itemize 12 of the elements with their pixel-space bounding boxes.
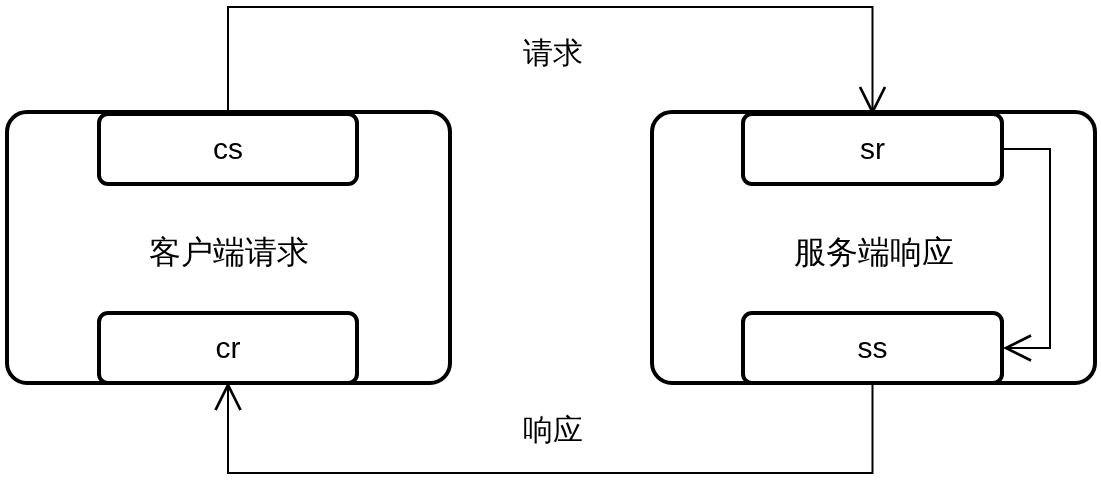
arrow [1003,148,1051,362]
node-label: ss [857,331,888,365]
node-label: 客户端请求 [148,232,309,272]
container-box [5,110,452,385]
node-label: cs [213,132,243,166]
process-box [97,112,359,186]
container-box [650,110,1097,385]
node-label: 服务端响应 [793,232,954,272]
arrow [214,383,874,474]
node-label: cr [215,331,241,365]
process-box [741,112,1004,186]
node-label: sr [860,132,885,166]
